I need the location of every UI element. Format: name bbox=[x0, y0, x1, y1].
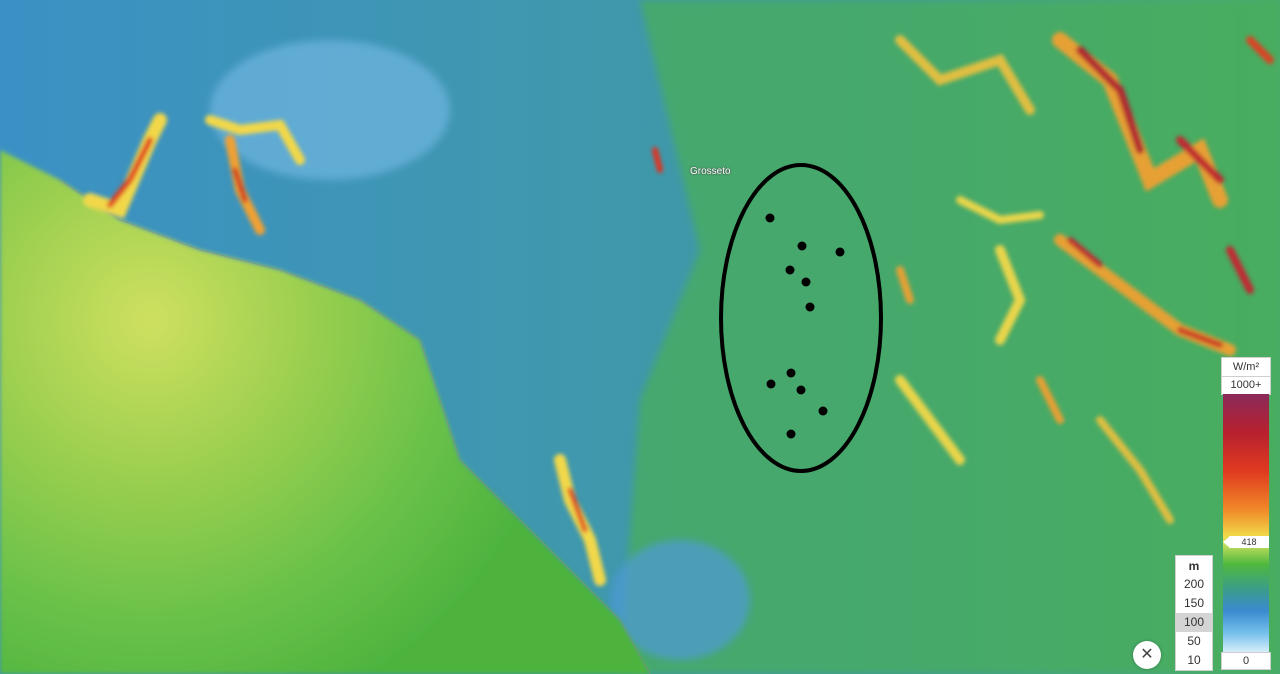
close-button[interactable]: ✕ bbox=[1133, 641, 1161, 669]
height-unit: m bbox=[1188, 559, 1200, 573]
power-density-legend: W/m² 1000+ 418 0 bbox=[1221, 357, 1271, 670]
height-legend: m 200 150 100 50 10 bbox=[1175, 555, 1213, 671]
power-min-label: 0 bbox=[1221, 652, 1271, 670]
close-icon: ✕ bbox=[1140, 646, 1154, 663]
height-level-50[interactable]: 50 bbox=[1187, 634, 1201, 648]
place-label-grosseto: Grosseto bbox=[690, 166, 731, 177]
turbine-marker bbox=[835, 247, 845, 257]
turbine-marker bbox=[797, 241, 807, 251]
turbine-marker bbox=[786, 368, 796, 378]
height-level-100[interactable]: 100 bbox=[1176, 613, 1212, 632]
power-max-label: 1000+ bbox=[1221, 376, 1271, 395]
power-marker-value: 418 bbox=[1223, 536, 1269, 548]
site-ellipse bbox=[719, 163, 883, 473]
height-level-200[interactable]: 200 bbox=[1183, 577, 1205, 591]
turbine-marker bbox=[805, 302, 815, 312]
height-level-150[interactable]: 150 bbox=[1183, 596, 1205, 610]
turbine-marker bbox=[801, 277, 811, 287]
power-unit: W/m² bbox=[1221, 357, 1271, 377]
turbine-marker bbox=[818, 406, 828, 416]
power-color-bar bbox=[1223, 394, 1269, 652]
turbine-marker bbox=[786, 429, 796, 439]
turbine-marker bbox=[785, 265, 795, 275]
turbine-marker bbox=[765, 213, 775, 223]
turbine-marker bbox=[796, 385, 806, 395]
height-level-10[interactable]: 10 bbox=[1187, 653, 1201, 667]
turbine-marker bbox=[766, 379, 776, 389]
